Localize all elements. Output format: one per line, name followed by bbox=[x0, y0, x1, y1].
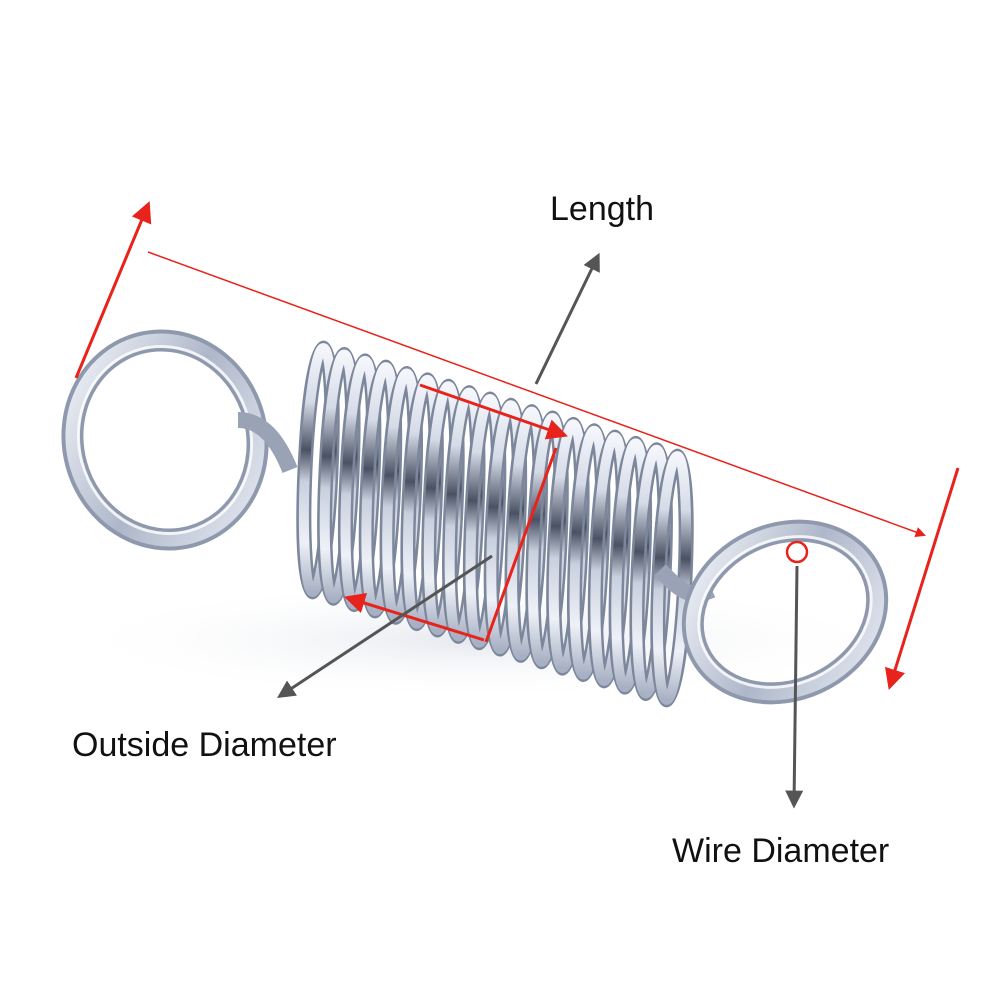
left-hook-neck bbox=[237, 412, 298, 474]
od-arrow-bottom bbox=[343, 592, 485, 642]
outside-diameter-label: Outside Diameter bbox=[72, 726, 337, 764]
wire-diameter-marker bbox=[785, 540, 809, 564]
od-cross-line bbox=[484, 447, 558, 643]
wire-pointer-arrow bbox=[785, 565, 804, 809]
od-pointer-arrow bbox=[276, 554, 493, 698]
right-hook-ring bbox=[681, 519, 889, 705]
length-pointer-arrow bbox=[534, 252, 600, 385]
spring-coil-body bbox=[296, 340, 694, 708]
length-label: Length bbox=[550, 190, 654, 228]
length-extension-left bbox=[74, 201, 152, 379]
wire-diameter-label: Wire Diameter bbox=[672, 832, 890, 870]
length-extension-right bbox=[884, 467, 960, 691]
od-arrow-top bbox=[419, 383, 568, 440]
length-dimension-line bbox=[147, 251, 926, 538]
